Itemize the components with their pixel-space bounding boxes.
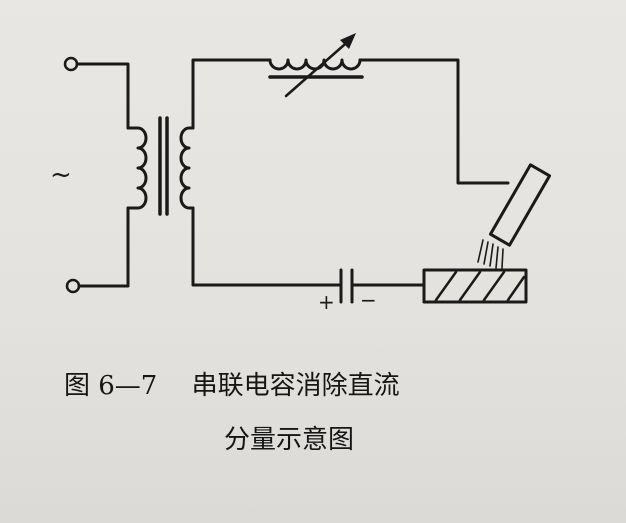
figure-title-line1: 串联电容消除直流 bbox=[191, 371, 400, 401]
capacitor-minus-label: − bbox=[360, 288, 377, 312]
ac-source-symbol: ~ bbox=[50, 160, 72, 190]
electrode-wire bbox=[358, 58, 510, 185]
capacitor-plus-label: + bbox=[318, 290, 335, 314]
figure-number: 图 6—7 bbox=[64, 371, 158, 401]
variable-inductor-arrow-head bbox=[340, 33, 356, 49]
workpiece-hatching bbox=[434, 270, 526, 302]
figure-caption-line1: 图 6—7 串联电容消除直流 bbox=[64, 365, 400, 402]
input-terminal-bottom bbox=[65, 278, 81, 294]
input-terminal-top bbox=[63, 56, 79, 72]
variable-inductor-coil bbox=[268, 58, 362, 71]
secondary-wire-top bbox=[191, 58, 272, 130]
variable-inductor-arrow-shaft bbox=[284, 36, 354, 98]
primary-coil bbox=[126, 126, 148, 210]
primary-wire-top bbox=[75, 62, 130, 130]
workpiece bbox=[422, 268, 528, 304]
secondary-coil bbox=[179, 126, 195, 210]
primary-wire-bottom bbox=[77, 206, 130, 288]
figure-caption-line2: 分量示意图 bbox=[224, 419, 354, 456]
secondary-wire-bottom bbox=[191, 206, 342, 287]
figure-title-line2: 分量示意图 bbox=[224, 425, 355, 455]
electrode bbox=[488, 163, 552, 247]
welding-arc bbox=[477, 239, 504, 269]
